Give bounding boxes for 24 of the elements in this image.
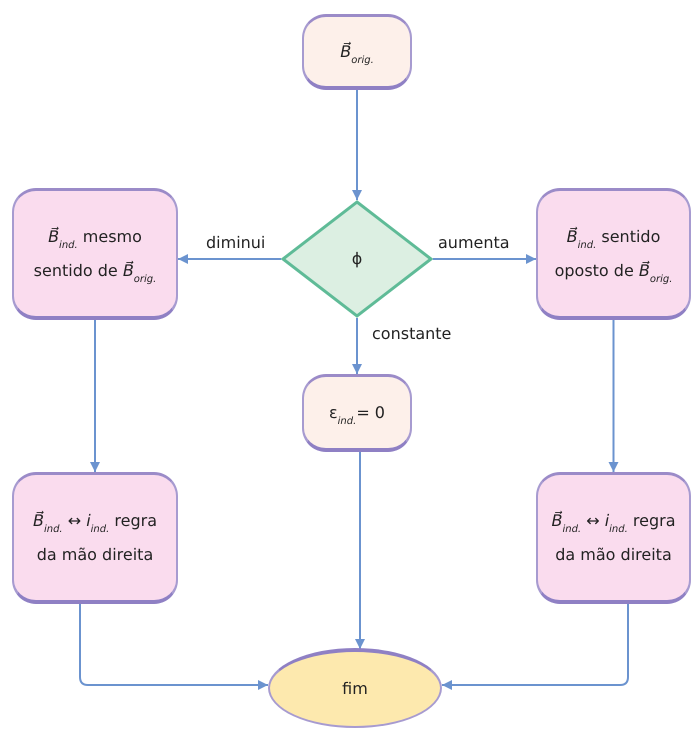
process-box <box>302 374 412 452</box>
arrow <box>352 90 362 200</box>
node-text: B⃗$_{ind.}$ sentido oposto de B⃗$_{orig.}$ <box>554 226 674 286</box>
arrow <box>178 254 281 264</box>
process-box <box>536 188 691 320</box>
arrow <box>442 604 629 690</box>
node-text: ε$_{ind.}$= 0 <box>328 402 386 428</box>
process-box <box>12 188 178 320</box>
process-box <box>12 472 178 604</box>
decision-diamond <box>281 200 433 318</box>
node-text: B⃗$_{ind.}$ mesmo sentido de B⃗$_{orig.}$ <box>32 226 158 286</box>
arrow <box>90 320 100 472</box>
arrow <box>608 320 618 472</box>
process-box <box>302 14 412 90</box>
arrow <box>79 604 268 690</box>
node-text: fim <box>341 678 369 700</box>
node-text: ϕ <box>350 248 364 270</box>
node-text: B⃗$_{ind.}$ ↔ i$_{ind.}$ regra da mão direita <box>32 510 158 566</box>
node-text: B⃗$_{orig.}$ <box>339 40 375 68</box>
node-text: B⃗$_{ind.}$ ↔ i$_{ind.}$ regra da mão direita <box>550 510 677 566</box>
arrow <box>352 318 362 374</box>
process-box <box>536 472 691 604</box>
arrow <box>355 452 365 649</box>
arrow <box>433 254 536 264</box>
